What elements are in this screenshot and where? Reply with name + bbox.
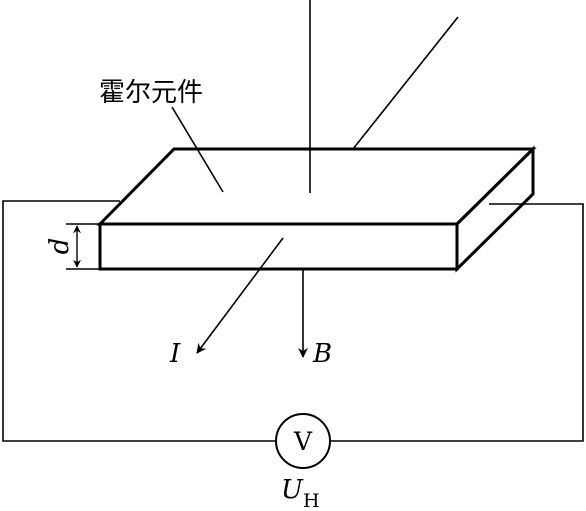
slab-right-face	[455, 145, 535, 273]
current-label: I	[169, 339, 181, 369]
hall-element-slab	[96, 145, 537, 273]
thickness-label: d	[45, 238, 75, 255]
element-leader-line	[171, 106, 224, 193]
circuit-wires	[2, 200, 584, 442]
right-wire	[330, 203, 584, 442]
current-arrow	[196, 237, 284, 354]
thickness-dimension	[66, 223, 100, 270]
hall-voltage-subscript: H	[303, 490, 320, 511]
field-label: B	[312, 339, 332, 369]
voltmeter: V	[275, 413, 331, 469]
hall-voltage-label: U	[281, 475, 304, 505]
hall-element-label: 霍尔元件	[99, 78, 203, 108]
current-line-top	[352, 16, 459, 150]
voltmeter-symbol: V	[293, 427, 313, 456]
slab-front-face	[98, 222, 459, 271]
left-wire	[2, 200, 276, 442]
voltmeter-circle	[275, 413, 331, 469]
